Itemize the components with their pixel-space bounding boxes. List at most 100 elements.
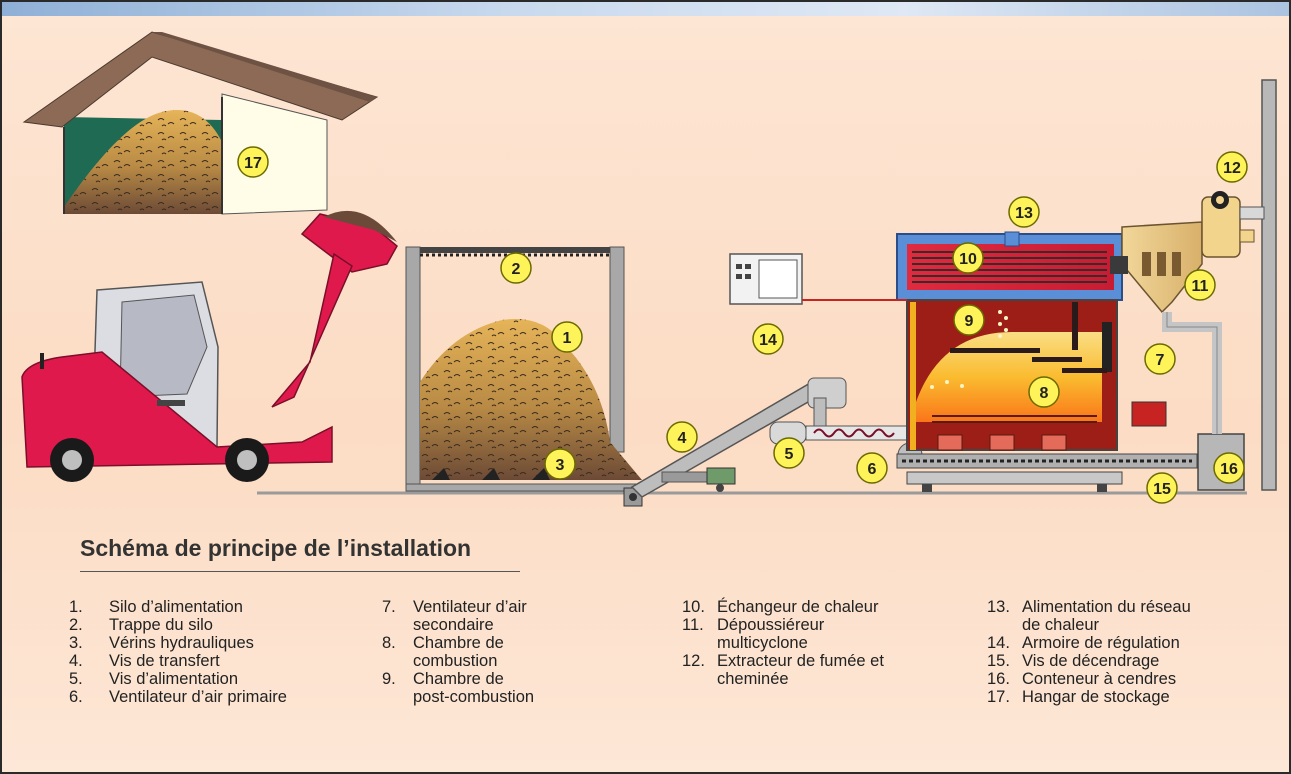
legend-item-number: 14.	[987, 634, 1010, 652]
callout-1: 1	[551, 321, 583, 353]
legend-item: 15.Vis de décendrage	[987, 652, 1191, 670]
callout-6: 6	[856, 452, 888, 484]
svg-text:2: 2	[512, 261, 521, 278]
legend-item-number: 9.	[382, 670, 396, 688]
legend-item-number: 4.	[69, 652, 83, 670]
ash-screw	[896, 453, 1198, 492]
callout-12: 12	[1216, 151, 1248, 183]
feed-screw	[769, 397, 912, 445]
legend-item-line: Silo d’alimentation	[109, 598, 243, 616]
legend-item: 16. Conteneur à cendres	[987, 670, 1191, 688]
legend-item: 10.Échangeur de chaleur	[682, 598, 884, 616]
legend-item-label: Hangar de stockage	[1022, 688, 1170, 706]
fume-extractor-chimney	[1201, 79, 1277, 491]
legend-item-line: Armoire de régulation	[1022, 634, 1180, 652]
legend-item-number: 7.	[382, 598, 396, 616]
legend-item-line: Ventilateur d’air	[413, 598, 527, 616]
legend-item: 2. Trappe du silo	[69, 616, 287, 634]
callout-17: 17	[237, 146, 269, 178]
transfer-screw	[630, 377, 847, 498]
legend-item-number: 8.	[382, 634, 396, 652]
svg-text:11: 11	[1192, 278, 1209, 295]
legend-item: 1.Silo d’alimentation	[69, 598, 287, 616]
legend-item-label: Vis de décendrage	[1022, 652, 1159, 670]
legend-item-line: Extracteur de fumée et	[717, 652, 884, 670]
legend-item-label: Armoire de régulation	[1022, 634, 1180, 652]
callout-5: 5	[773, 437, 805, 469]
legend-item-number: 11.	[682, 616, 704, 634]
svg-text:13: 13	[1015, 205, 1033, 222]
svg-text:12: 12	[1223, 160, 1241, 177]
callout-14: 14	[752, 323, 784, 355]
control-cabinet	[729, 253, 907, 305]
legend-item-number: 13.	[987, 598, 1010, 616]
legend-item: 6. Ventilateur d’air primaire	[69, 688, 287, 706]
callout-13: 13	[1008, 196, 1040, 228]
legend-item-number: 16.	[987, 670, 1010, 688]
legend-item-line: multicyclone	[717, 634, 808, 652]
legend-item-line: de chaleur	[1022, 616, 1100, 634]
svg-text:1: 1	[563, 330, 572, 347]
svg-text:17: 17	[244, 155, 262, 172]
storage-shed	[22, 31, 379, 215]
svg-text:4: 4	[678, 430, 687, 447]
feed-silo	[405, 246, 647, 507]
callout-9: 9	[953, 304, 985, 336]
callout-16: 16	[1213, 452, 1245, 484]
legend-item: 4. Vis de transfert	[69, 652, 287, 670]
legend-item-line: Chambre de	[413, 670, 504, 688]
legend-item: 14. Armoire de régulation	[987, 634, 1191, 652]
legend-item-line: secondaire	[413, 616, 494, 634]
legend-item-label: Conteneur à cendres	[1022, 670, 1176, 688]
legend-item-label: Échangeur de chaleur	[717, 598, 878, 616]
legend-item-label: Trappe du silo	[109, 616, 213, 634]
legend-item-line: Vis d’alimentation	[109, 670, 239, 688]
svg-text:7: 7	[1156, 352, 1165, 369]
svg-text:14: 14	[759, 332, 777, 349]
legend-item-line: cheminée	[717, 670, 789, 688]
legend-item-number: 2.	[69, 616, 83, 634]
legend-item-line: Vis de décendrage	[1022, 652, 1160, 670]
legend-item-line: Vis de transfert	[109, 652, 220, 670]
svg-text:5: 5	[785, 446, 794, 463]
multicyclone	[1110, 221, 1222, 434]
legend-item-line: Hangar de stockage	[1022, 688, 1170, 706]
legend-item-number: 12.	[682, 652, 705, 670]
legend-item-line: post-combustion	[413, 688, 535, 706]
legend-item: 3.Vérins hydrauliques	[69, 634, 287, 652]
title-underline	[80, 571, 520, 572]
svg-text:9: 9	[965, 313, 974, 330]
callout-11: 11	[1184, 269, 1216, 301]
legend-item-line: Dépoussiéreur	[717, 616, 825, 634]
legend-item-line: Ventilateur d’air primaire	[109, 688, 287, 706]
loader-vehicle	[21, 210, 398, 482]
legend-item-number: 17.	[987, 688, 1010, 706]
legend-item-line: Échangeur de chaleur	[717, 598, 879, 616]
diagram-title: Schéma de principe de l’installation	[80, 535, 472, 561]
legend-item-number: 6.	[69, 688, 83, 706]
svg-text:8: 8	[1040, 385, 1049, 402]
top-band	[2, 2, 1289, 16]
callout-7: 7	[1144, 343, 1176, 375]
legend-item-line: Alimentation du réseau	[1022, 598, 1191, 616]
legend-item-line: Chambre de	[413, 634, 504, 652]
callout-4: 4	[666, 421, 698, 453]
legend-item-line: Trappe du silo	[109, 616, 213, 634]
svg-text:15: 15	[1153, 481, 1171, 498]
legend-item: 5.Vis d’alimentation	[69, 670, 287, 688]
legend-item-line: combustion	[413, 652, 498, 670]
